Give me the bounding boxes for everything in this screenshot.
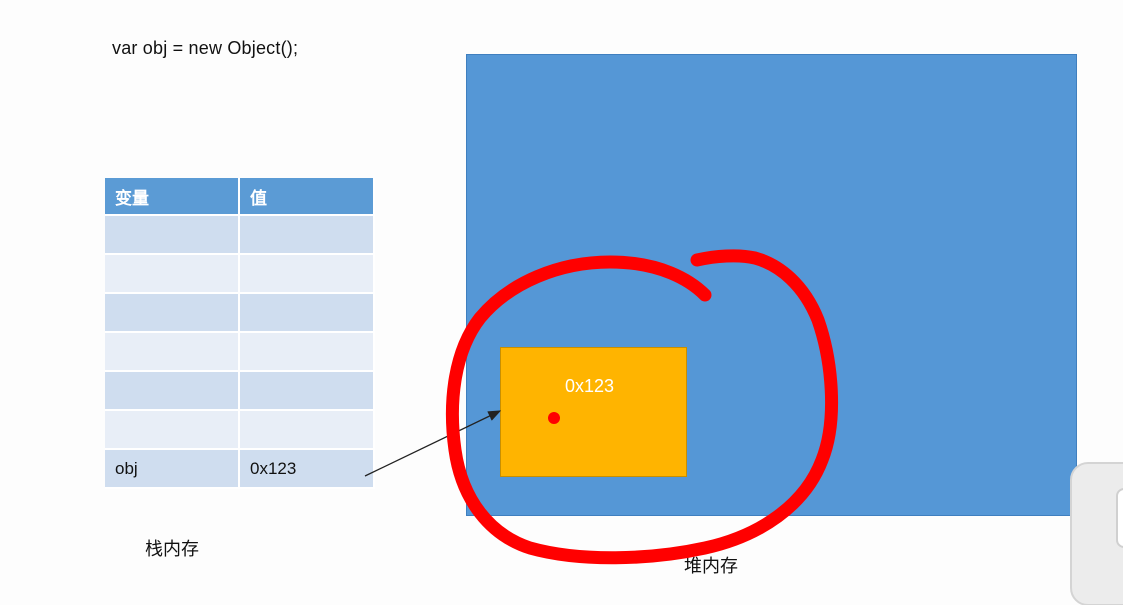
floating-widget-icon xyxy=(1070,462,1123,605)
variable-cell xyxy=(105,411,240,450)
table-row xyxy=(105,255,375,294)
table-row xyxy=(105,372,375,411)
variable-cell xyxy=(105,294,240,333)
red-circle-annotation xyxy=(445,249,838,565)
variable-cell xyxy=(105,333,240,372)
code-statement: var obj = new Object(); xyxy=(112,38,299,58)
value-cell xyxy=(240,216,375,255)
variable-cell: obj xyxy=(105,450,240,489)
heap-object-box xyxy=(500,347,687,477)
stack-memory-table: 变量 值 xyxy=(105,178,375,489)
table-row xyxy=(105,411,375,450)
value-cell xyxy=(240,294,375,333)
variable-cell xyxy=(105,372,240,411)
heap-memory-label: 堆内存 xyxy=(684,556,738,576)
table-row xyxy=(105,294,375,333)
table-header-row: 变量 值 xyxy=(105,178,375,216)
column-header-value: 值 xyxy=(240,178,375,216)
variable-cell xyxy=(105,255,240,294)
column-header-variable: 变量 xyxy=(105,178,240,216)
table-row xyxy=(105,216,375,255)
object-marker-dot xyxy=(548,412,560,424)
heap-object-address: 0x123 xyxy=(565,376,615,396)
value-cell xyxy=(240,411,375,450)
variable-cell xyxy=(105,216,240,255)
widget-slot-icon xyxy=(1116,488,1123,548)
value-cell xyxy=(240,372,375,411)
stack-memory-label: 栈内存 xyxy=(145,539,199,559)
value-cell xyxy=(240,255,375,294)
table-row-obj: obj 0x123 xyxy=(105,450,375,489)
reference-arrow xyxy=(364,410,502,477)
value-cell: 0x123 xyxy=(240,450,375,489)
table-row xyxy=(105,333,375,372)
value-cell xyxy=(240,333,375,372)
